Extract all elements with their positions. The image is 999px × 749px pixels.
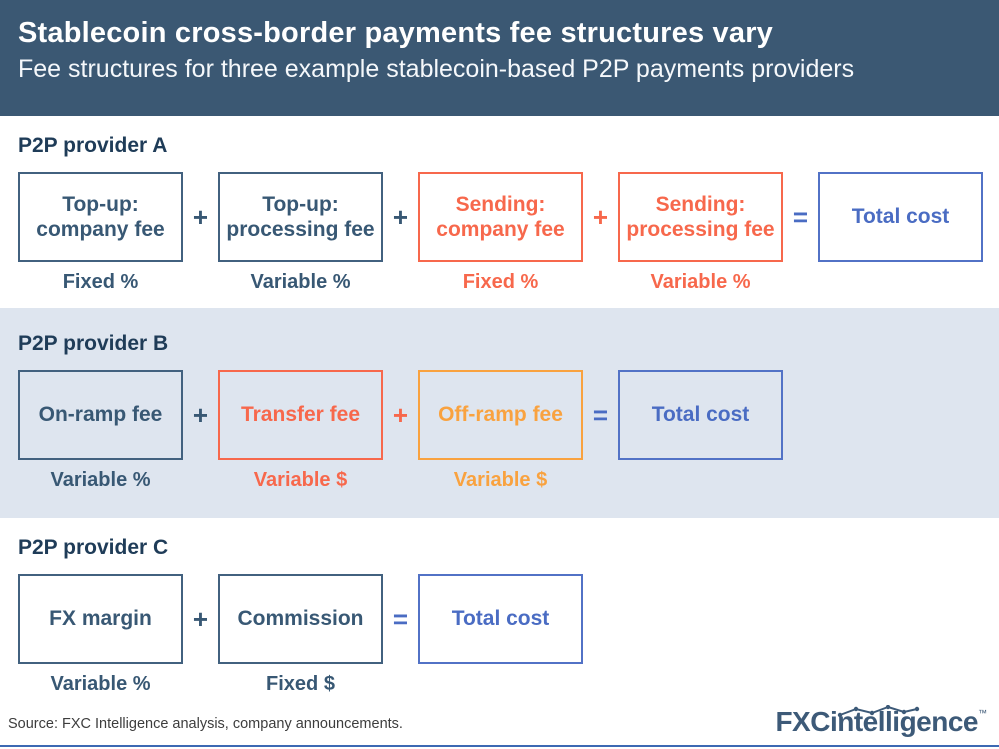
fee-label: Sending: company fee — [436, 192, 565, 241]
fee-sublabel: Variable $ — [253, 469, 348, 491]
fee-sublabel: Variable % — [50, 469, 151, 491]
fee-label: Transfer fee — [240, 403, 361, 427]
plus-operator: + — [392, 201, 409, 232]
fee-box: Transfer fee — [218, 370, 383, 460]
fee-label: Total cost — [651, 403, 750, 427]
logo-fxc-text: FXC — [775, 706, 830, 737]
fee-label: Off-ramp fee — [438, 403, 563, 427]
fee-box: Total cost — [618, 370, 783, 460]
equals-operator: = — [792, 201, 809, 232]
fee-box: On-ramp fee — [18, 370, 183, 460]
section-heading: P2P provider A — [18, 134, 168, 157]
source-note: Source: FXC Intelligence analysis, compa… — [8, 716, 403, 732]
fee-sublabel: Variable % — [50, 673, 151, 695]
fee-sublabel: Fixed % — [462, 271, 539, 293]
fee-box: Sending: company fee — [418, 172, 583, 262]
fee-term: Total cost — [618, 370, 783, 460]
page-subtitle: Fee structures for three example stablec… — [18, 55, 855, 84]
page-title: Stablecoin cross-border payments fee str… — [18, 17, 774, 49]
fee-label: Top-up: processing fee — [226, 192, 375, 241]
fee-label: Sending: processing fee — [626, 192, 775, 241]
fee-box: Commission — [218, 574, 383, 664]
footer-divider — [0, 745, 999, 747]
fee-label: Total cost — [451, 607, 550, 631]
fee-box: FX margin — [18, 574, 183, 664]
plus-operator: + — [192, 399, 209, 430]
logo-sparkline-icon — [838, 705, 920, 718]
section-heading: P2P provider C — [18, 536, 169, 559]
fee-sublabel: Fixed $ — [266, 673, 335, 695]
equals-operator: = — [592, 399, 609, 430]
fee-sublabel: Variable % — [250, 271, 351, 293]
equals-operator: = — [392, 603, 409, 634]
fee-box: Off-ramp fee — [418, 370, 583, 460]
footer: Source: FXC Intelligence analysis, compa… — [0, 700, 999, 749]
fee-label: FX margin — [49, 607, 152, 631]
fee-box: Top-up: processing fee — [218, 172, 383, 262]
fee-label: Top-up: company fee — [36, 192, 165, 241]
fee-label: Total cost — [851, 205, 950, 229]
plus-operator: + — [192, 603, 209, 634]
fee-label: Commission — [237, 607, 364, 631]
section-heading: P2P provider B — [18, 332, 169, 355]
plus-operator: + — [192, 201, 209, 232]
plus-operator: + — [592, 201, 609, 232]
fee-term: Total cost — [818, 172, 983, 262]
logo-trademark: ™ — [978, 708, 987, 718]
fee-box: Total cost — [818, 172, 983, 262]
fee-sublabel: Variable $ — [453, 469, 548, 491]
fee-term: Total cost — [418, 574, 583, 664]
header-banner: Stablecoin cross-border payments fee str… — [0, 0, 999, 116]
fee-box: Top-up: company fee — [18, 172, 183, 262]
fxc-intelligence-logo: FXCintelligence™ — [775, 705, 987, 738]
fee-sublabel: Variable % — [650, 271, 751, 293]
fee-label: On-ramp fee — [38, 403, 163, 427]
fee-box: Sending: processing fee — [618, 172, 783, 262]
plus-operator: + — [392, 399, 409, 430]
fee-sublabel: Fixed % — [62, 271, 139, 293]
fee-box: Total cost — [418, 574, 583, 664]
